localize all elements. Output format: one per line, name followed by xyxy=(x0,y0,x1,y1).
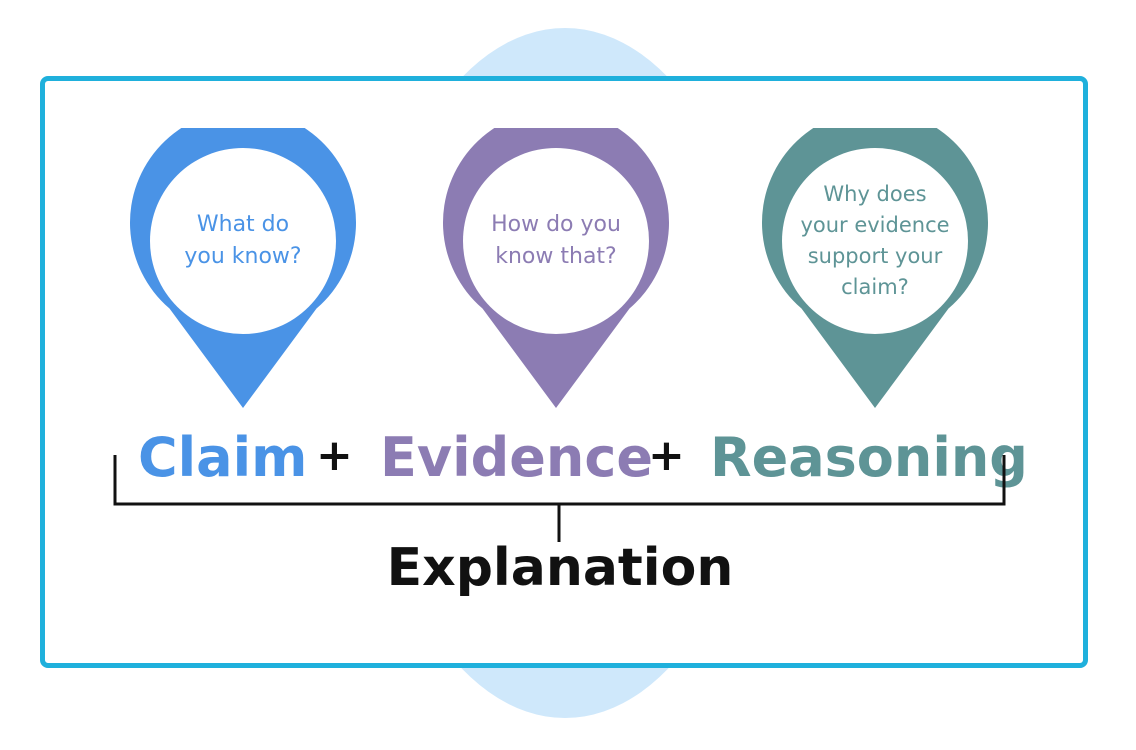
reasoning-question: Why does your evidence support your clai… xyxy=(800,182,950,299)
evidence-pin: How do you know that? xyxy=(443,128,669,412)
plus-sign-2: + xyxy=(648,430,685,481)
explanation-label: Explanation xyxy=(386,538,734,598)
claim-question: What do you know? xyxy=(184,212,302,269)
evidence-question: How do you know that? xyxy=(491,212,621,269)
claim-pin-icon xyxy=(130,128,356,408)
reasoning-term: Reasoning xyxy=(710,426,1028,489)
claim-pin: What do you know? xyxy=(130,128,356,412)
reasoning-pin: Why does your evidence support your clai… xyxy=(762,128,988,412)
claim-term: Claim xyxy=(138,426,308,489)
evidence-term: Evidence xyxy=(380,426,653,489)
plus-sign-1: + xyxy=(316,430,353,481)
evidence-pin-icon xyxy=(443,128,669,408)
reasoning-pin-icon xyxy=(762,128,988,408)
